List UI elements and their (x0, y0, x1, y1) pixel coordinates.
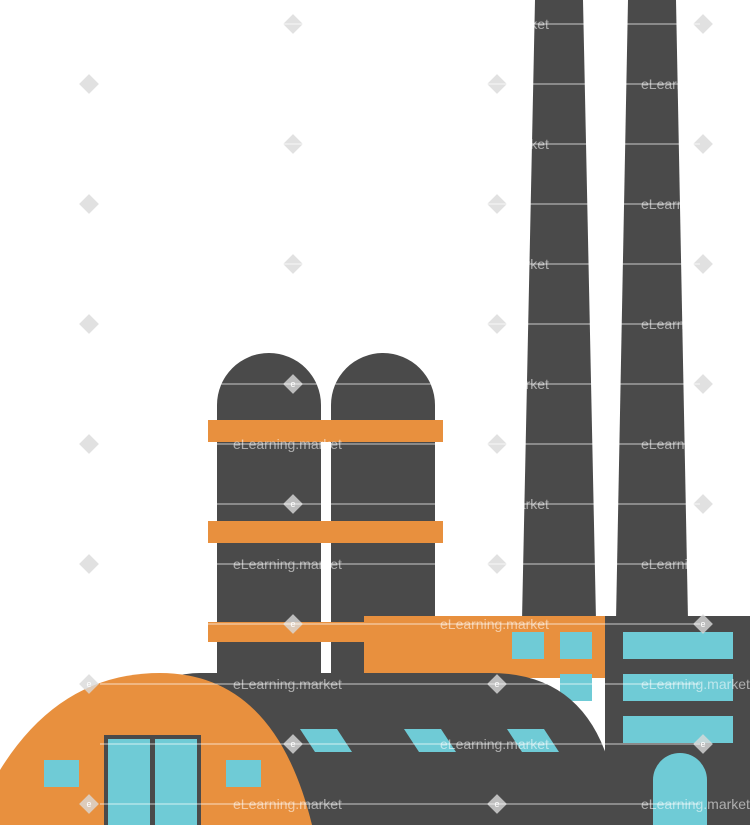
watermark-text: eLearning.market (440, 736, 549, 752)
watermark-diamond-icon (693, 614, 713, 634)
watermark-text: eLearning.market (440, 256, 549, 272)
silos (208, 353, 443, 680)
watermark-badge-letter: e (700, 739, 705, 749)
right-window (623, 716, 733, 743)
skylight (300, 729, 352, 752)
watermark-text: eLearning.market (440, 496, 549, 512)
watermark-text: eLearning.market (641, 76, 750, 92)
watermark-text: eLearning.market (233, 316, 342, 332)
right-window (623, 674, 733, 701)
watermark-diamond-icon (693, 254, 713, 274)
watermark-badge-letter: e (700, 619, 705, 629)
watermark-text: eLearning.market (440, 16, 549, 32)
skylight (404, 729, 456, 752)
hut-window (44, 760, 79, 787)
watermark-diamond-icon (693, 734, 713, 754)
watermark-text: eLearning.market (233, 196, 342, 212)
watermark-text: eLearning.market (641, 796, 750, 812)
chimneys (522, 0, 688, 620)
office-window (560, 632, 592, 659)
hut-door-panel (108, 739, 150, 825)
watermark-badge-letter: e (86, 679, 91, 689)
watermark-text: eLearning.market (233, 76, 342, 92)
watermark-badge-letter: e (86, 799, 91, 809)
silo-band-bottom (208, 622, 368, 642)
right-chimney (616, 0, 688, 620)
watermark-text: eLearning.market (233, 796, 342, 812)
watermark-diamond-icon (79, 314, 99, 334)
office-block (364, 616, 608, 701)
watermark-text: eLearning.market (641, 556, 750, 572)
watermark-text: eLearning.market (440, 376, 549, 392)
watermark-diamond-icon (79, 74, 99, 94)
silo-band-middle (208, 521, 443, 543)
right-window (623, 632, 733, 659)
hut-window (226, 760, 261, 787)
arched-door (653, 753, 707, 825)
watermark-text: eLearning.market (233, 556, 342, 572)
watermark-diamond-icon (79, 194, 99, 214)
watermark-text: eLearning.market (440, 136, 549, 152)
watermark-layer: eLearning.market eLearning.market eLearnin… (79, 14, 750, 814)
watermark-text: eLearning.market (641, 676, 750, 692)
watermark-text: eLearning.market (641, 436, 750, 452)
silo-band-top (208, 420, 443, 442)
watermark-diamond-icon (79, 434, 99, 454)
watermark-text: eLearning.market (641, 196, 750, 212)
left-chimney (522, 0, 596, 620)
watermark-text: eLearning.market (641, 316, 750, 332)
watermark-diamond-icon (79, 554, 99, 574)
quonset-hut (0, 673, 312, 825)
watermark-text: eLearning.market (233, 436, 342, 452)
skylight (507, 729, 559, 752)
watermark-text: eLearning.market (233, 676, 342, 692)
watermark-text: eLearning.market (440, 616, 549, 632)
watermark-diamond-icon (693, 374, 713, 394)
watermark-diamond-icon (693, 494, 713, 514)
right-building (605, 616, 750, 825)
hut-door-panel (155, 739, 197, 825)
office-window (512, 632, 544, 659)
